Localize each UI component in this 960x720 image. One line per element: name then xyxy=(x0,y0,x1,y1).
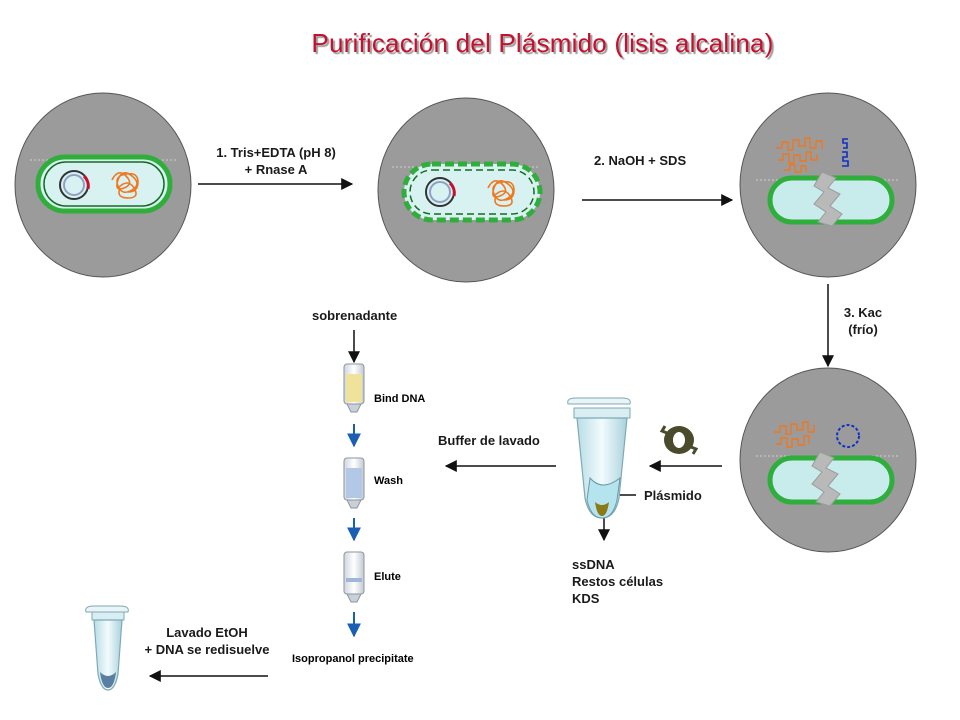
cell-neutralized xyxy=(739,367,917,553)
step1-label: 1. Tris+EDTA (pH 8) + Rnase A xyxy=(186,144,366,178)
chromosomal-dna-icon xyxy=(487,180,515,207)
plasmid-label: Plásmido xyxy=(644,488,702,503)
column-stage-label: Isopropanol precipitate xyxy=(292,653,414,665)
microcentrifuge-tube xyxy=(567,397,631,519)
column-stage-label: Elute xyxy=(374,571,401,583)
plasmid-icon xyxy=(59,170,90,200)
final-line1: Lavado EtOH xyxy=(166,625,248,640)
supernatant-label: sobrenadante xyxy=(312,308,398,323)
step3-label: 3. Kac (frío) xyxy=(818,304,908,338)
precipitated-dna-icon xyxy=(774,421,815,448)
chromosomal-dna-icon xyxy=(111,172,139,199)
spin-column-wash xyxy=(343,457,365,509)
final-line2: + DNA se redisuelve xyxy=(144,642,270,657)
denatured-dna-icon xyxy=(776,137,823,173)
centrifuge-icon xyxy=(659,425,699,455)
column-stage-label: Wash xyxy=(374,475,403,487)
step1-line2: + Rnase A xyxy=(244,162,308,177)
pellet-line-kds: KDS xyxy=(572,591,600,606)
spin-column-bind xyxy=(343,363,365,413)
plasmid-icon xyxy=(425,177,456,207)
plasmid-renatured-icon xyxy=(836,424,860,448)
plasmid-single-strand-icon xyxy=(842,138,849,167)
pellet-line-debris: Restos células xyxy=(572,574,664,589)
step2-label: 2. NaOH + SDS xyxy=(594,153,687,168)
spin-column-elute xyxy=(343,551,365,603)
page-title: Purificación del Plásmido (lisis alcalin… xyxy=(311,28,774,58)
cell-lysed xyxy=(739,92,917,278)
cell-intact xyxy=(14,92,192,278)
final-tube xyxy=(85,605,129,691)
cell-permeabilized xyxy=(377,97,555,283)
final-step-label: Lavado EtOH + DNA se redisuelve xyxy=(132,624,282,658)
step3-line1: 3. Kac xyxy=(843,305,883,320)
pellet-line-ssdna: ssDNA xyxy=(572,557,615,572)
column-stage-label: Bind DNA xyxy=(374,393,425,405)
step3-line2: (frío) xyxy=(848,322,878,337)
pellet-label: ssDNA Restos células KDS xyxy=(572,556,663,607)
step1-line1: 1. Tris+EDTA (pH 8) xyxy=(216,145,336,160)
wash-buffer-label: Buffer de lavado xyxy=(438,433,540,448)
